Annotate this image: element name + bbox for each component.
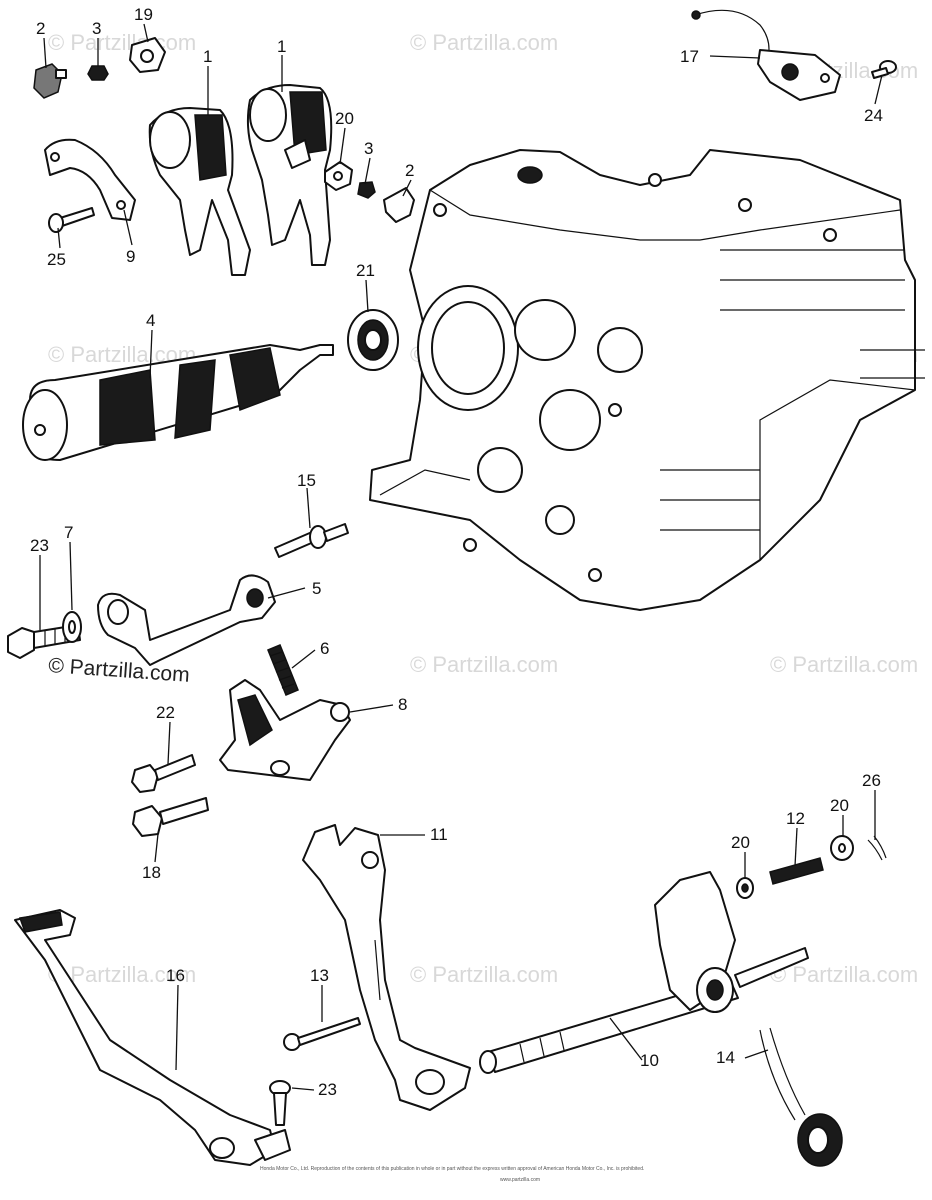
watermark: © Partzilla.com: [770, 962, 918, 987]
watermark: © Partzilla.com: [410, 962, 558, 987]
callout-24: 24: [864, 106, 883, 125]
callout-23: 23: [318, 1080, 337, 1099]
callout-17: 17: [680, 47, 699, 66]
watermark: © Partzilla.com: [410, 652, 558, 677]
callout-3: 3: [364, 139, 373, 158]
callout-9: 9: [126, 247, 135, 266]
callout-20: 20: [731, 833, 750, 852]
callout-10: 10: [640, 1051, 659, 1070]
callout-2: 2: [36, 19, 45, 38]
gearshift-pedal-16: [14, 909, 291, 1166]
bolt-2-top: [33, 63, 67, 99]
callout-11: 11: [430, 825, 448, 844]
oil-seal-21: [347, 309, 399, 371]
shift-fork-left: [148, 107, 251, 276]
callout-21: 21: [356, 261, 375, 280]
bolt-18: [132, 797, 209, 837]
callout-14: 14: [716, 1048, 735, 1067]
washer-7: [62, 611, 82, 643]
spring-12: [769, 857, 824, 885]
callout-3: 3: [92, 19, 101, 38]
nut-3-top: [87, 65, 109, 81]
bolt-23-bottom: [269, 1080, 291, 1126]
callout-20: 20: [830, 796, 849, 815]
washer-20-right: [830, 835, 854, 861]
screw-25: [48, 207, 95, 233]
callout-6: 6: [320, 639, 329, 658]
gearshift-spindle-10: [479, 871, 809, 1074]
callout-23: 23: [30, 536, 49, 555]
callout-22: 22: [156, 703, 175, 722]
footer: Honda Motor Co., Ltd. Reproduction of th…: [260, 1166, 644, 1183]
nut-3-mid: [357, 181, 376, 199]
callout-4: 4: [146, 311, 155, 330]
callout-1: 1: [203, 47, 212, 66]
spring-6: [267, 644, 299, 696]
bracket-8: [219, 679, 351, 781]
shift-fork-right: [246, 84, 333, 266]
pin-15: [274, 523, 349, 558]
stopper-9: [44, 138, 136, 221]
plate-20-top: [324, 161, 353, 191]
plate-19: [129, 37, 166, 73]
callout-25: 25: [47, 250, 66, 269]
callout-15: 15: [297, 471, 316, 490]
callout-numbers: 2 3 19 1 1 20 3 2 9 25 17 24 4 21 15 23 …: [30, 5, 883, 1099]
callout-13: 13: [310, 966, 329, 985]
copyright-line: Honda Motor Co., Ltd. Reproduction of th…: [260, 1166, 644, 1172]
leader-lines: [39, 23, 883, 1091]
callout-5: 5: [312, 579, 321, 598]
watermark-dark: © Partzilla.com: [48, 654, 191, 687]
gearshift-plate-11: [302, 824, 471, 1111]
callout-18: 18: [142, 863, 161, 882]
screw-24: [871, 60, 897, 79]
callout-19: 19: [134, 5, 153, 24]
callout-26: 26: [862, 771, 881, 790]
callout-8: 8: [398, 695, 407, 714]
bolt-13: [283, 1017, 361, 1051]
crankcase: [369, 149, 925, 611]
callout-7: 7: [64, 523, 73, 542]
cotter-pin-26: [867, 835, 887, 861]
site-line: www.partzilla.com: [500, 1177, 540, 1183]
callout-1: 1: [277, 37, 286, 56]
callout-12: 12: [786, 809, 805, 828]
washer-20-mid: [736, 877, 754, 899]
watermark: © Partzilla.com: [48, 30, 196, 55]
watermark: © Partzilla.com: [410, 30, 558, 55]
callout-16: 16: [166, 966, 185, 985]
callout-20: 20: [335, 109, 354, 128]
shift-drum: [22, 344, 334, 461]
return-spring-14: [759, 1027, 843, 1167]
callout-2: 2: [405, 161, 414, 180]
bolt-2-mid: [383, 187, 415, 223]
neutral-switch-17: [691, 9, 841, 101]
watermark: © Partzilla.com: [770, 652, 918, 677]
bolt-22: [131, 754, 196, 793]
gearshift-arm-5: [97, 574, 276, 666]
